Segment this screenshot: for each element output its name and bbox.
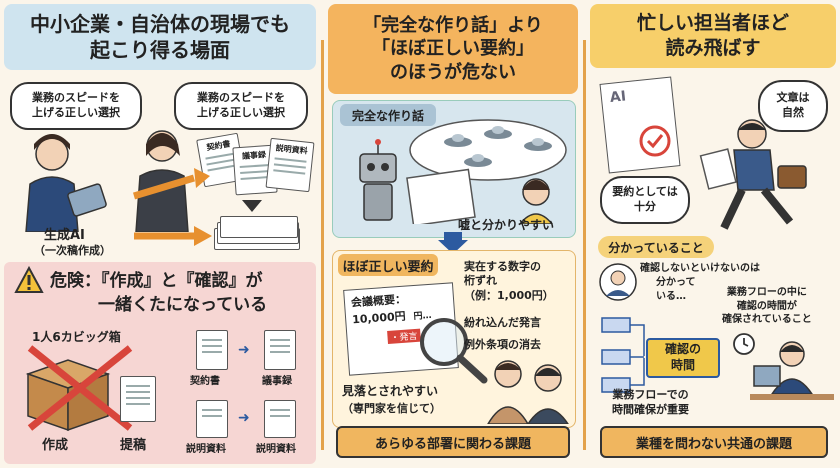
- bubble-summary-enough: 要約としては 十分: [600, 176, 690, 224]
- panel-busy-staff: 忙しい担当者ほど 読み飛ばす AI 文章は 自然 要約としては 十分 分かってい…: [590, 4, 836, 464]
- down-arrow-icon: [438, 232, 468, 254]
- flow-doc-minutes: [264, 330, 296, 370]
- divider-2: [583, 40, 586, 450]
- magnifier-icon: [420, 318, 488, 384]
- flow-manual-b-label: 説明資料: [256, 444, 296, 455]
- check-badge-icon: [639, 125, 671, 157]
- running-worker-illustration: [699, 119, 807, 230]
- point-digit-shift: 実在する数字の 桁ずれ （例：1,000円）: [464, 260, 554, 302]
- genai-sublabel: （一次稿作成）: [34, 244, 111, 257]
- panel1-title: 中小企業・自治体の現場でも 起こり得る場面: [4, 4, 316, 70]
- flow-manual-a-label: 説明資料: [186, 444, 226, 455]
- known-label: 分かっていること: [598, 236, 714, 258]
- worried-people-illustration: [487, 360, 569, 424]
- danger-title-line1: 危険：『作成』と『確認』が: [50, 271, 263, 291]
- thinking-person-illustration: [599, 263, 637, 301]
- point-exception-deleted: 例外条項の消去: [464, 338, 541, 351]
- panel1-title-line2: 起こり得る場面: [90, 38, 230, 62]
- workflow-diagram: [601, 317, 645, 393]
- arrow-right-icon: ➜: [238, 342, 250, 358]
- crossed-box-illustration: [25, 345, 133, 432]
- panel1-title-line1: 中小企業・自治体の現場でも: [30, 12, 290, 36]
- overlook-sublabel: （専門家を信じて）: [342, 402, 441, 415]
- bubble-natural-text: 文章は 自然: [758, 80, 828, 132]
- flow-arrows: [132, 168, 262, 246]
- panel3-title-line2: 読み飛ばす: [665, 37, 761, 59]
- flow-contract-label: 契約書: [190, 376, 220, 387]
- summary-label: ほぼ正しい要約: [338, 254, 438, 276]
- submit-doc: [120, 376, 156, 422]
- panel2-bottom-banner: あらゆる部署に関わる課題: [336, 426, 570, 458]
- danger-title-line2: 一緒くたになっている: [98, 295, 268, 315]
- panel-summary-risk: 「完全な作り話」より 「ほぼ正しい要約」 のほうが危ない 完全な作り話 嘘と分か…: [328, 4, 578, 464]
- confirm-time-box: 確認の 時間: [646, 338, 720, 378]
- known-thought: 確認しないといけないのは 分かって いる…: [640, 263, 760, 302]
- fiction-caption: 嘘と分かりやすい: [458, 218, 555, 232]
- clock-icon: [733, 333, 755, 355]
- box-label: 1人6カビッグ箱: [32, 330, 121, 344]
- panel3-title-line1: 忙しい担当者ほど: [636, 12, 789, 35]
- panel2-title: 「完全な作り話」より 「ほぼ正しい要約」 のほうが危ない: [328, 4, 578, 94]
- panel3-title: 忙しい担当者ほど 読み飛ばす: [590, 4, 836, 68]
- panel2-title-line1: 「完全な作り話」より: [363, 14, 543, 36]
- speech-bubble-right: 業務のスピードを 上げる正しい選択: [174, 82, 308, 130]
- overlook-label: 見落とされやすい: [342, 384, 439, 398]
- fiction-label: 完全な作り話: [340, 104, 436, 126]
- submit-label: 提稿: [120, 438, 147, 453]
- flow-doc-contract: [196, 330, 228, 370]
- flow-doc-manual-a: [196, 400, 228, 438]
- genai-label: 生成AI: [44, 228, 85, 243]
- doc-stack: [214, 216, 300, 250]
- flow-time-note: 業務フローでの 時間確保が重要: [612, 388, 689, 416]
- robot-ufo-illustration: [359, 119, 567, 224]
- flow-doc-manual-b: [264, 400, 296, 438]
- point-inserted-remark: 紛れ込んだ発言: [464, 316, 541, 329]
- warning-icon: [14, 266, 44, 293]
- panel-workplace-scenario: 中小企業・自治体の現場でも 起こり得る場面 業務のスピードを 上げる正しい選択 …: [4, 4, 316, 464]
- down-arrow-icon: [242, 200, 262, 212]
- create-label: 作成: [42, 438, 69, 453]
- panel2-title-line3: のほうが危ない: [390, 61, 516, 83]
- flow-minutes-label: 議事録: [262, 376, 292, 387]
- speech-bubble-left: 業務のスピードを 上げる正しい選択: [10, 82, 142, 130]
- panel2-title-line2: 「ほぼ正しい要約」: [372, 38, 534, 60]
- arrow-right-icon: ➜: [238, 410, 250, 426]
- divider-1: [321, 40, 324, 450]
- panel3-bottom-banner: 業種を問わない共通の課題: [600, 426, 828, 458]
- desk-worker-illustration: [750, 341, 834, 400]
- flow-note: 業務フローの中に 確認の時間が 確保されていること: [722, 287, 812, 325]
